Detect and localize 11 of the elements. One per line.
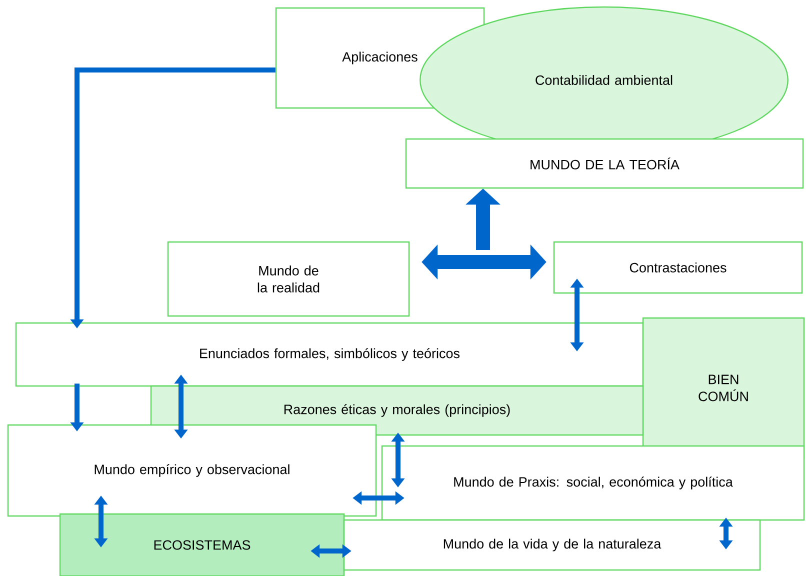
process-box: Enunciados formales, simbólicos y teóricos	[15, 322, 644, 387]
process-box: Razones éticas y morales (principios)	[150, 385, 644, 436]
process-box: Mundo de la vida y de la naturaleza	[343, 519, 761, 571]
process-box: MUNDO DE LA TEORÍA	[405, 138, 804, 189]
process-box: Mundo de la realidad	[167, 241, 410, 317]
process-box: ECOSISTEMAS	[59, 513, 345, 576]
process-box: Mundo empírico y observacional	[7, 424, 377, 517]
process-box: Contrastaciones	[553, 241, 803, 294]
ellipse-node: Contabilidad ambiental	[420, 6, 788, 154]
process-box: BIEN COMÚN	[642, 317, 805, 459]
process-box: Mundo de Praxis: social, económica y política	[381, 445, 805, 521]
